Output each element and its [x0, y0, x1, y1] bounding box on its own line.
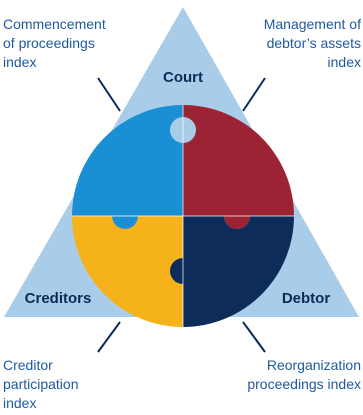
creditor-participation-line-1: Creditor — [3, 357, 53, 373]
commencement-line-2: of proceedings — [3, 35, 95, 51]
corner-label-creditors: Creditors — [25, 290, 92, 307]
index-label-management: Management of debtor’s assets index — [264, 16, 361, 70]
corner-label-debtor: Debtor — [282, 290, 330, 307]
index-label-creditor-participation: Creditor participation index — [3, 357, 79, 411]
leader-line-management — [242, 77, 266, 112]
puzzle-piece-bottom-right — [170, 216, 294, 327]
reorganization-line-1: Reorganization — [267, 357, 361, 373]
management-line-2: debtor’s assets — [267, 35, 361, 51]
management-line-3: index — [328, 54, 361, 70]
commencement-line-1: Commencement — [3, 16, 106, 32]
index-label-commencement: Commencement of proceedings index — [3, 16, 106, 70]
creditor-participation-line-2: participation — [3, 376, 79, 392]
puzzle-piece-top-left — [72, 105, 183, 229]
puzzle-circle — [72, 105, 294, 327]
leader-line-reorganization — [242, 321, 266, 353]
leader-line-creditor-participation — [97, 321, 121, 353]
puzzle-piece-top-right — [183, 105, 294, 229]
creditor-participation-line-3: index — [3, 395, 36, 411]
corner-label-court: Court — [163, 69, 203, 86]
commencement-line-3: index — [3, 54, 36, 70]
index-label-reorganization: Reorganization proceedings index — [247, 357, 361, 392]
puzzle-piece-bottom-left — [72, 216, 183, 327]
leader-line-commencement — [97, 77, 121, 112]
reorganization-line-2: proceedings index — [247, 376, 361, 392]
management-line-1: Management of — [264, 16, 361, 32]
